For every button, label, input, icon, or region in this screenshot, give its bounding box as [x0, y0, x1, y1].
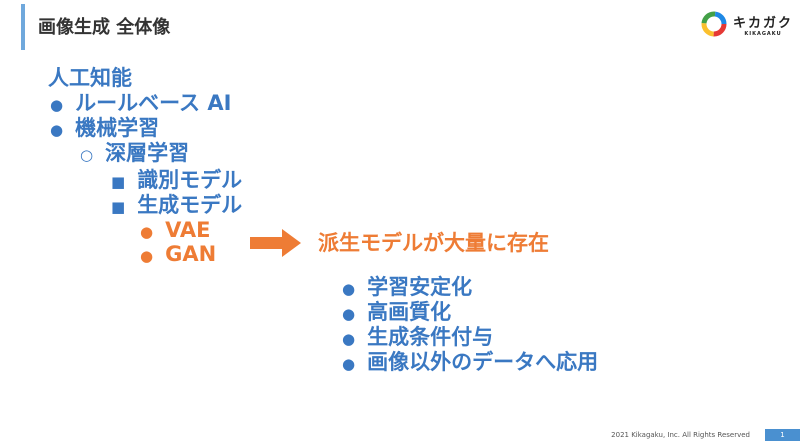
kikagaku-logo: キカガク KIKAGAKU [700, 10, 793, 38]
bullet-icon: ● [140, 223, 154, 241]
bullet-icon: ● [342, 330, 356, 348]
bullet-icon: ● [342, 305, 356, 323]
list-item: ●ルールベース AI [50, 91, 232, 115]
arrow-right-icon [250, 229, 301, 257]
bullet-icon: ● [50, 121, 64, 139]
bullet-icon: ● [50, 96, 64, 114]
list-item: ●GAN [140, 242, 217, 266]
title-accent-bar [21, 4, 25, 50]
square-bullet-icon: ■ [111, 198, 126, 216]
hollow-bullet-icon: ○ [80, 146, 94, 164]
bullet-icon: ● [342, 355, 356, 373]
logo-text-ja: キカガク [733, 15, 794, 31]
derived-heading: 派生モデルが大量に存在 [318, 231, 549, 255]
logo-ring-icon [701, 11, 727, 37]
slide-title: 画像生成 全体像 [38, 17, 171, 38]
copyright-footer: 2021 Kikagaku, Inc. All Rights Reserved [611, 431, 750, 439]
list-item: ●学習安定化 [342, 275, 473, 299]
list-item: ●機械学習 [50, 116, 160, 140]
list-item: ●高画質化 [342, 300, 452, 324]
bullet-icon: ● [342, 280, 356, 298]
list-item: ●画像以外のデータへ応用 [342, 350, 599, 374]
list-item: ○深層学習 [80, 141, 190, 165]
list-item: ●生成条件付与 [342, 325, 494, 349]
tree-root: 人工知能 [48, 66, 132, 90]
page-number: 1 [765, 429, 800, 441]
logo-text-en: KIKAGAKU [744, 30, 782, 37]
list-item: ■生成モデル [111, 193, 243, 217]
list-item: ●VAE [140, 218, 211, 242]
list-item: ■識別モデル [111, 168, 243, 192]
square-bullet-icon: ■ [111, 173, 126, 191]
bullet-icon: ● [140, 247, 154, 265]
